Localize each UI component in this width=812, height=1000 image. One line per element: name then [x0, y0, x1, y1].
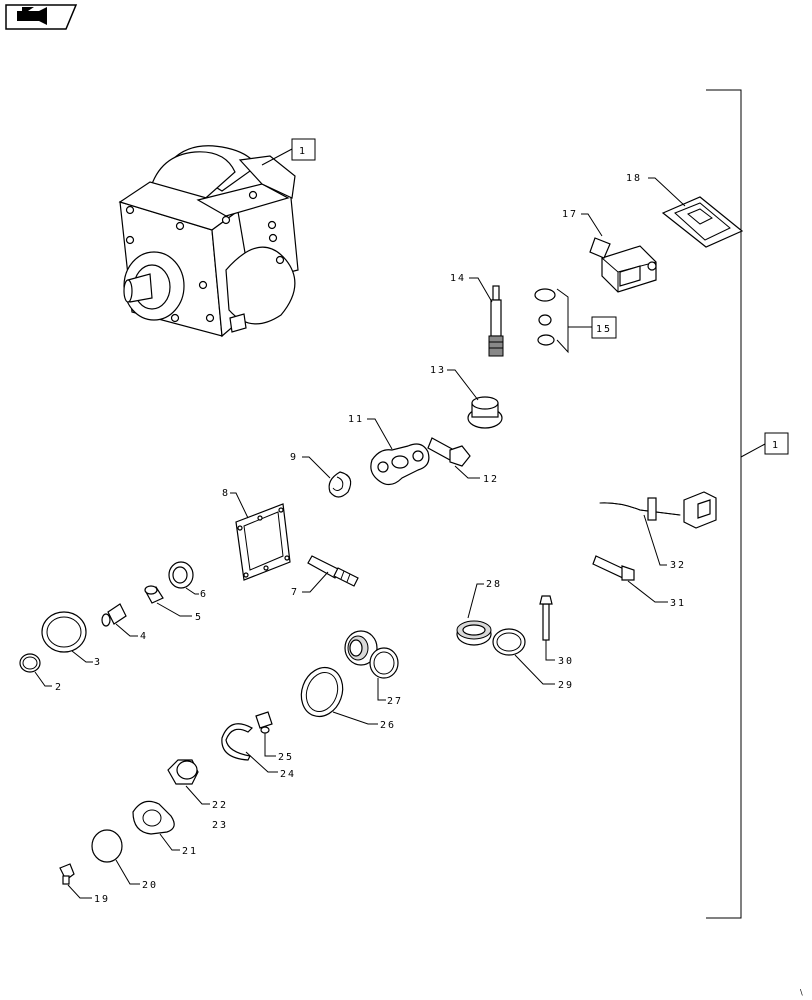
callout-26: 26 [380, 720, 396, 731]
callout-13: 13 [430, 365, 446, 376]
callout-15: 15 [596, 324, 612, 335]
part-14-valve-stem[interactable] [488, 285, 504, 357]
callout-32: 32 [670, 560, 686, 571]
part-8-cover-plate[interactable] [235, 503, 291, 581]
part-6-bearing-ring[interactable] [168, 561, 194, 589]
part-11-flange-gasket[interactable] [370, 443, 430, 486]
part-20-o-ring[interactable] [91, 829, 123, 863]
part-13-plug[interactable] [467, 396, 503, 429]
callout-4: 4 [140, 631, 148, 642]
callout-3: 3 [94, 657, 102, 668]
part-4-fitting[interactable] [101, 603, 127, 627]
callout-1-top: 1 [299, 146, 307, 157]
callout-8: 8 [222, 488, 230, 499]
part-21-flange[interactable] [132, 800, 175, 835]
callout-6: 6 [200, 589, 208, 600]
part-30-screw[interactable] [539, 595, 553, 641]
hydraulic-pump-assembly[interactable] [118, 145, 299, 338]
part-12-bolt[interactable] [427, 437, 471, 467]
callout-19: 19 [94, 894, 110, 905]
part-28-bearing-cone[interactable] [456, 620, 492, 646]
callout-31: 31 [670, 598, 686, 609]
part-9-snap-ring[interactable] [328, 471, 352, 498]
callout-18: 18 [626, 173, 642, 184]
callout-box-15[interactable] [591, 316, 617, 339]
callout-1-right: 1 [772, 440, 780, 451]
back-navigation-button[interactable] [5, 4, 78, 30]
assembly-bracket [706, 89, 766, 919]
part-3-large-seal[interactable] [41, 611, 87, 653]
part-27-ring[interactable] [369, 647, 399, 679]
callout-20: 20 [142, 880, 158, 891]
callout-14: 14 [450, 273, 466, 284]
callout-29: 29 [558, 680, 574, 691]
callout-box-1-top[interactable] [291, 138, 316, 161]
callout-27: 27 [387, 696, 403, 707]
callout-5: 5 [195, 612, 203, 623]
part-26-gasket[interactable] [295, 662, 350, 723]
callout-2: 2 [55, 682, 63, 693]
part-31-long-bolt[interactable] [592, 555, 635, 581]
part-2-o-ring[interactable] [19, 653, 41, 673]
corner-mark: \ [800, 988, 803, 997]
callout-30: 30 [558, 656, 574, 667]
callout-17: 17 [562, 209, 578, 220]
part-25-screw[interactable] [255, 711, 273, 734]
callout-11: 11 [348, 414, 364, 425]
callout-9: 9 [290, 452, 298, 463]
part-5-pin[interactable] [144, 585, 164, 604]
callout-21: 21 [182, 846, 198, 857]
part-29-seal-ring[interactable] [492, 628, 526, 656]
part-22-plug[interactable] [167, 759, 199, 785]
part-32-sensor-cable[interactable] [599, 491, 717, 529]
callout-22: 22 [212, 800, 228, 811]
part-27-bearing[interactable] [344, 630, 378, 666]
callout-25: 25 [278, 752, 294, 763]
callout-box-1-right[interactable] [764, 432, 789, 455]
callout-12: 12 [483, 474, 499, 485]
part-18-cover-gasket[interactable] [661, 196, 744, 248]
back-arrow-icon [17, 7, 47, 25]
callout-28: 28 [486, 579, 502, 590]
part-7-shaft[interactable] [307, 555, 359, 587]
callout-7: 7 [291, 587, 299, 598]
callout-23: 23 [212, 820, 228, 831]
part-15-seal-kit[interactable] [534, 288, 556, 346]
callout-24: 24 [280, 769, 296, 780]
part-24-shim[interactable] [221, 723, 253, 761]
part-19-bolt[interactable] [59, 863, 75, 885]
part-17-control-valve[interactable] [589, 237, 657, 293]
